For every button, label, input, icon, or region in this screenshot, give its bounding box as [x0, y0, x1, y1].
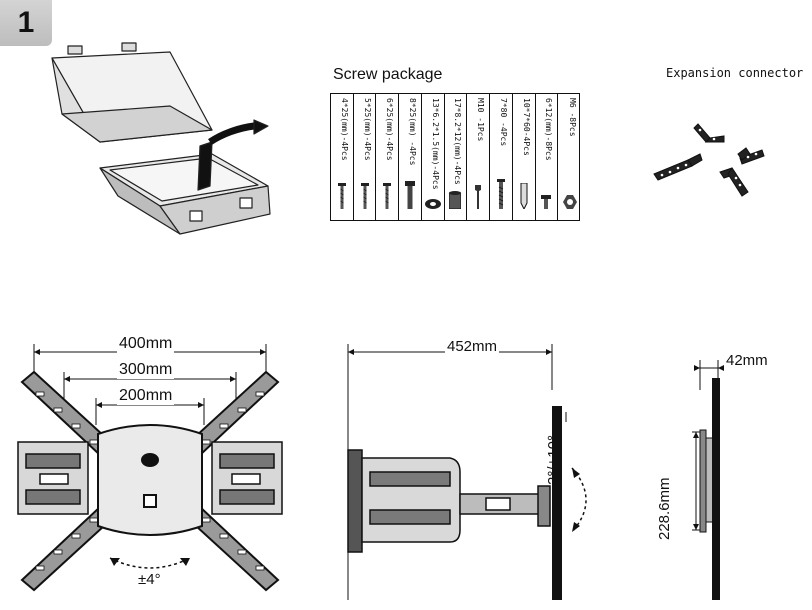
- screw-package-column: 8*25(mm) -4Pcs: [399, 94, 422, 220]
- spacer-icon: [448, 191, 462, 214]
- screw-package-column: 7*80 -4Pcs: [490, 94, 513, 220]
- wrench-icon: [473, 185, 483, 214]
- screw-package-item-label: M6 -8Pcs: [567, 98, 577, 137]
- screw-package-item-label: 5*25(mm)-4Pcs: [362, 98, 372, 161]
- profile-view-drawing: [692, 360, 760, 600]
- screw-package-column: 6*12(mm)-8Pcs: [536, 94, 559, 220]
- side-view-drawing: [347, 344, 587, 600]
- dim-400mm: 400mm: [117, 335, 175, 353]
- short-screw-icon: [541, 195, 552, 214]
- screw-package-title: Screw package: [333, 66, 443, 83]
- step-number: 1: [17, 6, 35, 39]
- bolt-icon: [405, 181, 416, 214]
- lag-bolt-icon: [496, 179, 505, 214]
- screw-package-item-label: 6*12(mm)-8Pcs: [544, 98, 554, 161]
- screw-package-item-label: 10*7*60-4Pcs: [521, 98, 531, 156]
- dim-200mm: 200mm: [117, 387, 175, 405]
- dim-452mm: 452mm: [445, 338, 500, 355]
- expansion-connector-illustration: [653, 123, 765, 197]
- anchor-icon: [519, 182, 529, 214]
- screw-package-item-label: 4*25(mm)-4Pcs: [339, 98, 349, 161]
- tilt-label: -2°/+10°: [545, 435, 562, 490]
- screw-package-column: 13*6.2*1.5(mm)-4Pcs: [422, 94, 445, 220]
- screw-package-column: 5*25(mm)-4Pcs: [354, 94, 377, 220]
- screw-package-column: 17*8.2*12(mm)-4Pcs: [445, 94, 468, 220]
- open-box-illustration: [51, 42, 271, 235]
- screw-package-item-label: 17*8.2*12(mm)-4Pcs: [453, 98, 463, 185]
- screw-package-item-label: 6*25(mm)-4Pcs: [385, 98, 395, 161]
- screw-package-column: M10 -1Pcs: [467, 94, 491, 220]
- dim-42mm: 42mm: [724, 352, 770, 369]
- washer-icon: [424, 196, 441, 214]
- screw-package-column: 10*7*60-4Pcs: [513, 94, 536, 220]
- screw-package-item-label: 8*25(mm) -4Pcs: [408, 98, 418, 166]
- dim-300mm: 300mm: [117, 361, 175, 379]
- screw-package-table: 4*25(mm)-4Pcs 5*25(mm)-4Pcs 6*25(mm)-4Pcs 8…: [330, 93, 580, 221]
- screw-package-item-label: M10 -1Pcs: [476, 98, 486, 142]
- front-view-drawing: [17, 344, 283, 592]
- screw-package-column: 6*25(mm)-4Pcs: [376, 94, 400, 220]
- screw-package-item-label: 13*6.2*1.5(mm)-4Pcs: [430, 98, 440, 190]
- rotation-label: ±4°: [138, 571, 161, 588]
- screw-package-column: 4*25(mm)-4Pcs: [331, 94, 354, 220]
- long-screw-icon: [337, 183, 346, 214]
- long-screw-icon: [360, 183, 369, 214]
- expansion-connector-title: Expansion connector: [666, 66, 804, 80]
- screw-package-column: M6 -8Pcs: [558, 94, 581, 220]
- long-screw-icon: [383, 183, 392, 214]
- step-number-badge: 1: [0, 0, 52, 46]
- nut-icon: [562, 195, 577, 214]
- screw-package-item-label: 7*80 -4Pcs: [498, 98, 508, 147]
- dim-228mm: 228.6mm: [656, 477, 673, 540]
